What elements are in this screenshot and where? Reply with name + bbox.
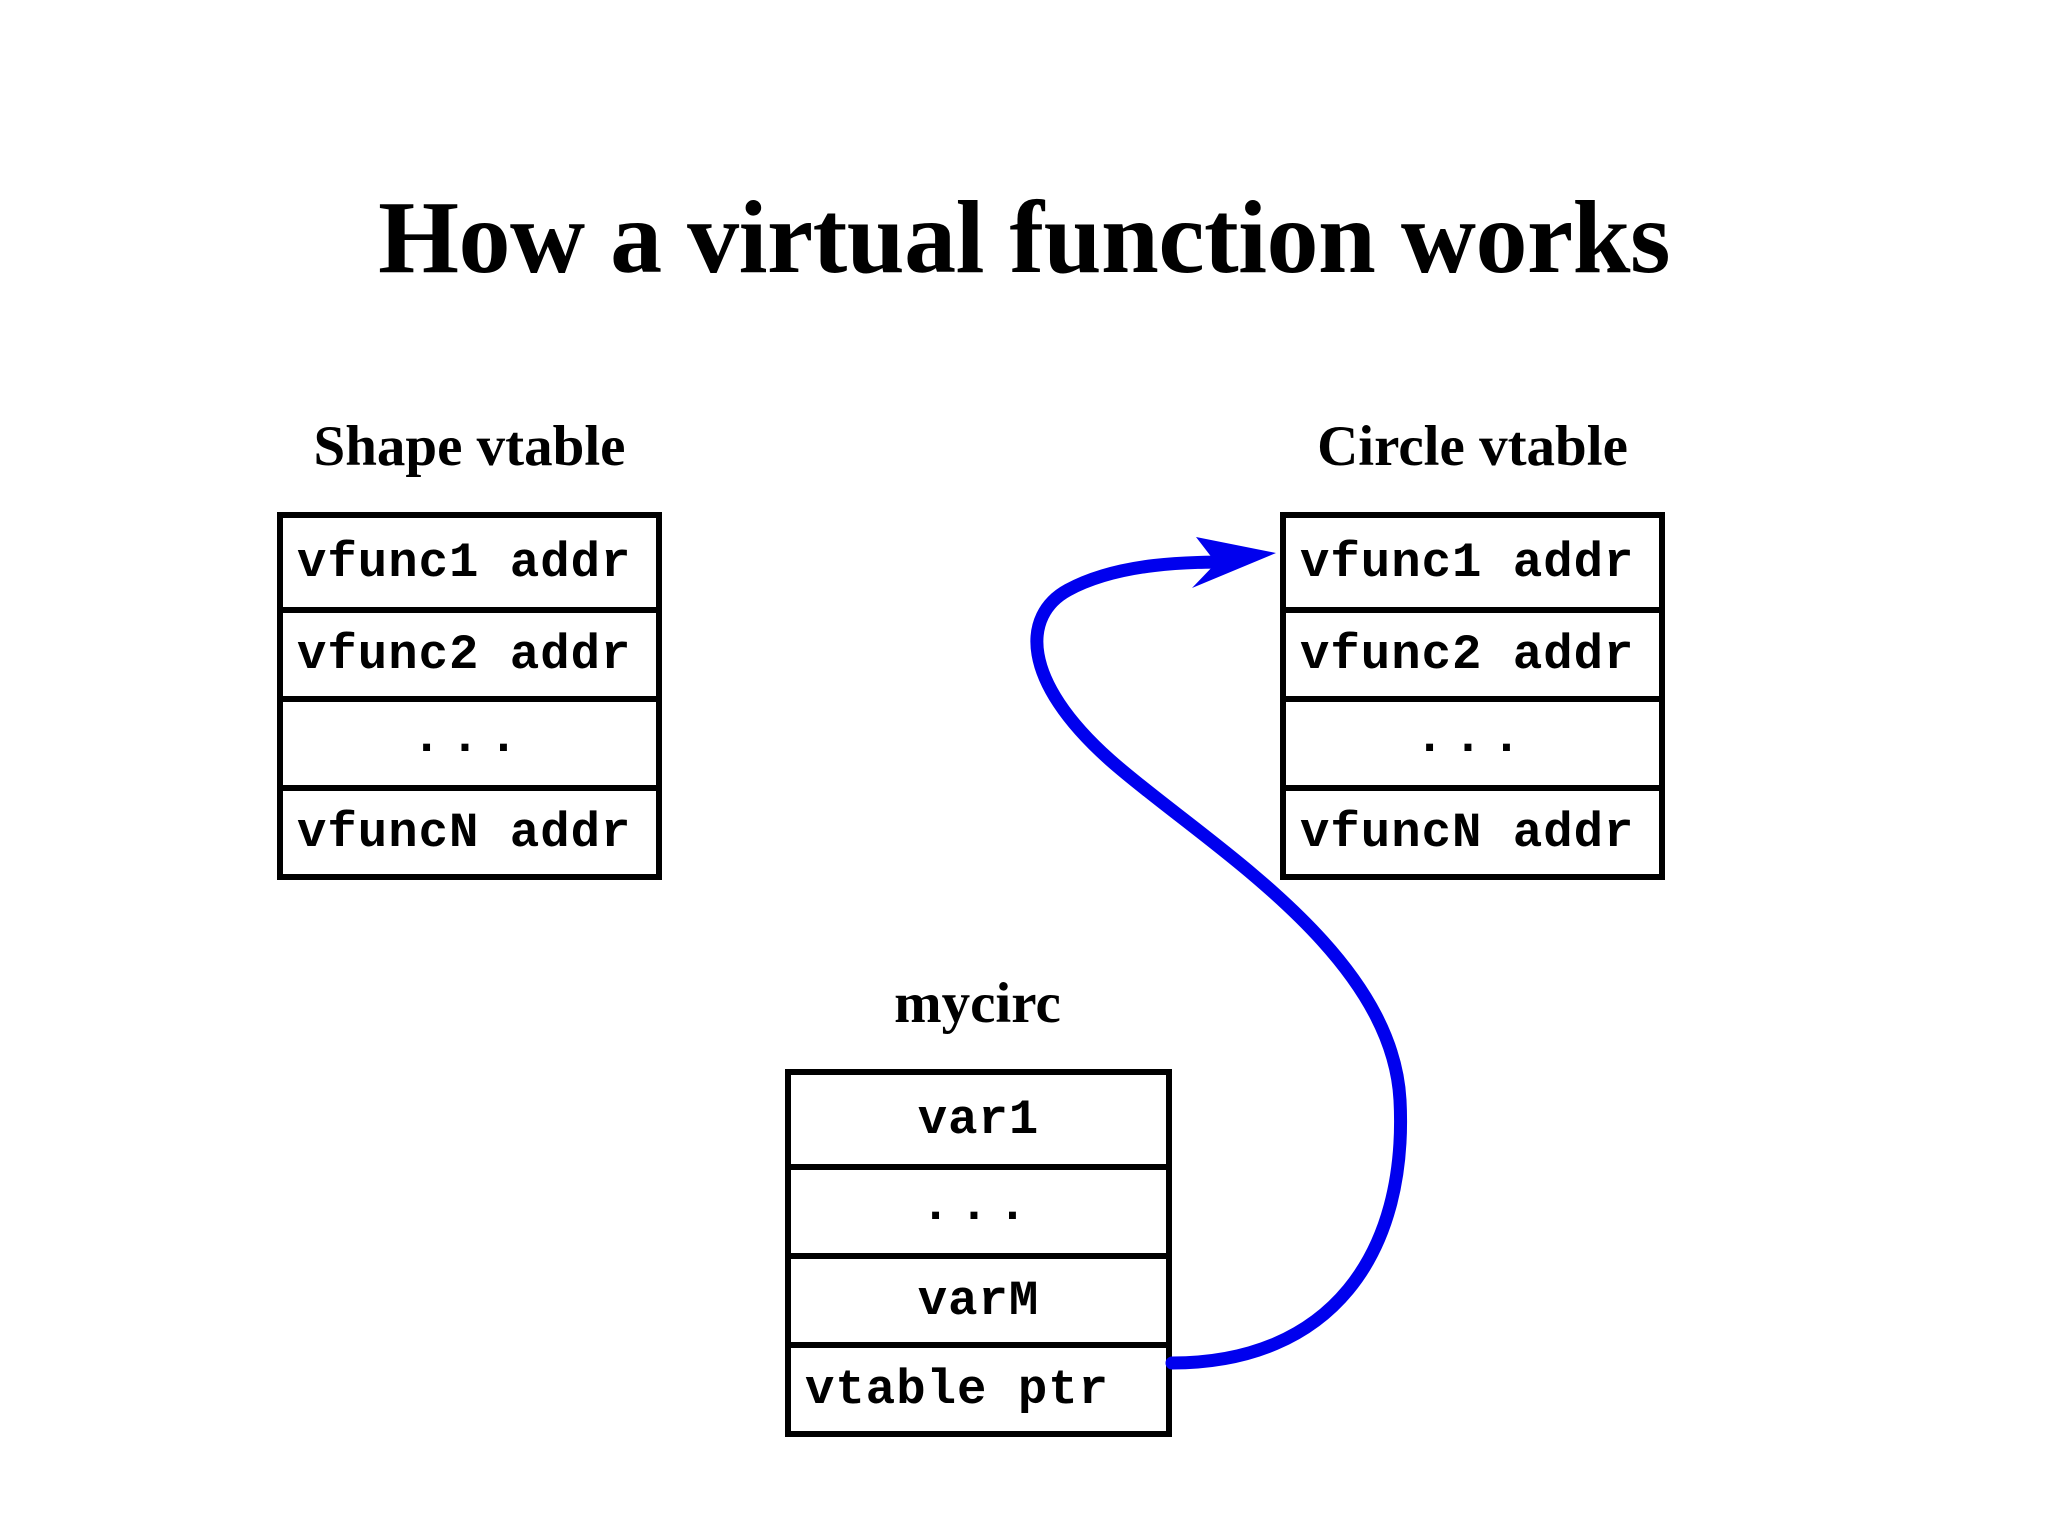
- shape-vtable-box: vfunc1 addr vfunc2 addr ... vfuncN addr: [277, 512, 662, 880]
- mycirc-row-0: var1: [791, 1075, 1166, 1164]
- shape-vtable-row-2: ...: [283, 696, 656, 785]
- shape-vtable-label: Shape vtable: [313, 415, 626, 478]
- circle-vtable-row-3: vfuncN addr: [1286, 785, 1659, 874]
- shape-vtable-row-1: vfunc2 addr: [283, 607, 656, 696]
- shape-vtable-row-0: vfunc1 addr: [283, 518, 656, 607]
- arrow-head-icon: [1192, 537, 1276, 588]
- circle-vtable-row-1: vfunc2 addr: [1286, 607, 1659, 696]
- mycirc-label: mycirc: [894, 972, 1061, 1035]
- circle-vtable-label: Circle vtable: [1317, 415, 1628, 478]
- mycirc-box: var1 ... varM vtable ptr: [785, 1069, 1172, 1437]
- mycirc-row-3: vtable ptr: [791, 1342, 1166, 1431]
- circle-vtable-box: vfunc1 addr vfunc2 addr ... vfuncN addr: [1280, 512, 1665, 880]
- mycirc-row-1: ...: [791, 1164, 1166, 1253]
- page-title: How a virtual function works: [378, 180, 1670, 295]
- mycirc-row-2: varM: [791, 1253, 1166, 1342]
- circle-vtable-row-0: vfunc1 addr: [1286, 518, 1659, 607]
- circle-vtable-row-2: ...: [1286, 696, 1659, 785]
- shape-vtable-row-3: vfuncN addr: [283, 785, 656, 874]
